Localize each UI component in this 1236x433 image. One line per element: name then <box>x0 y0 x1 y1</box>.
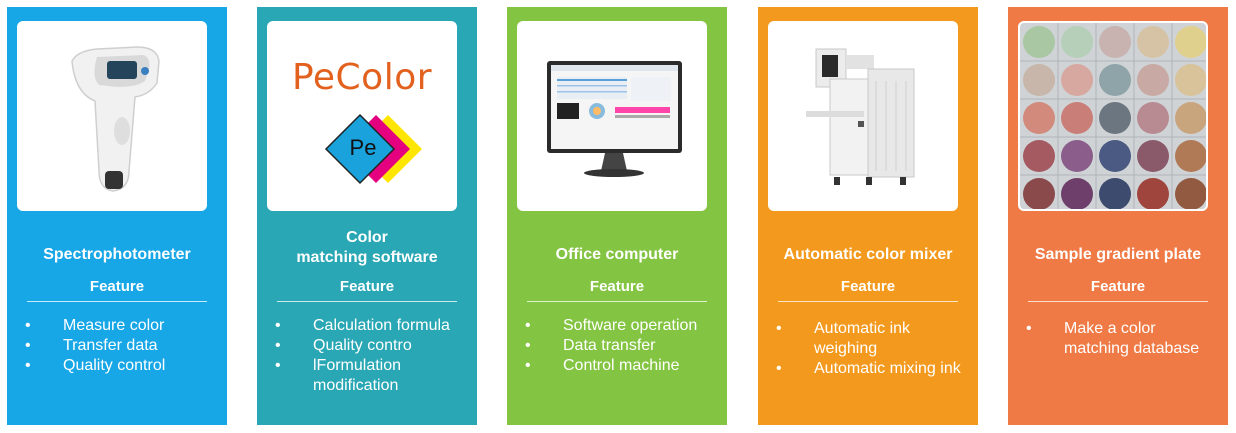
card-color-matching-software: PeColor Pe Color matching software Featu… <box>257 7 477 425</box>
card-spectrophotometer: Spectrophotometer Feature Measure color … <box>7 7 227 425</box>
divider <box>778 301 958 302</box>
list-item: modification <box>313 377 399 394</box>
card-title-line: Sample gradient plate <box>1034 246 1202 263</box>
feature-heading: Feature <box>589 278 645 295</box>
feature-heading: Feature <box>339 278 395 295</box>
feature-heading: Feature <box>89 278 145 295</box>
list-item: Quality contro <box>275 336 450 356</box>
feature-list: Make a color matching database <box>1026 319 1199 359</box>
list-item: Transfer data <box>25 336 165 356</box>
list-item: Software operation <box>525 316 697 336</box>
list-item: Quality control <box>25 356 165 376</box>
list-item: matching database <box>1064 340 1200 357</box>
divider <box>1028 301 1208 302</box>
sample-plate-image <box>1018 21 1208 211</box>
color-mixer-machine-icon <box>806 48 915 185</box>
card-title: Sample gradient plate <box>1008 245 1228 265</box>
card-title: Automatic color mixer <box>758 245 978 265</box>
pe-logo-icon <box>324 113 422 185</box>
list-item: Measure color <box>25 316 165 336</box>
card-title-line: Color <box>346 229 388 246</box>
card-title-line: Automatic color mixer <box>783 246 953 263</box>
card-automatic-color-mixer: Automatic color mixer Feature Automatic … <box>758 7 978 425</box>
pe-logo-mark: Pe <box>349 135 377 160</box>
feature-list: Calculation formula Quality contro lForm… <box>275 316 450 396</box>
card-sample-gradient-plate: Sample gradient plate Feature Make a col… <box>1008 7 1228 425</box>
card-title-line: matching software <box>296 249 438 266</box>
pecolor-logo-image: PeColor Pe <box>267 21 457 211</box>
spectrophotometer-icon <box>71 46 160 192</box>
feature-list: Software operation Data transfer Control… <box>525 316 697 376</box>
spectrophotometer-image <box>17 21 207 211</box>
list-item: Automatic ink <box>776 319 961 339</box>
card-title: Color matching software <box>257 228 477 268</box>
list-item: Control machine <box>525 356 697 376</box>
list-item: lFormulation <box>275 356 450 376</box>
feature-heading: Feature <box>840 278 896 295</box>
list-item: Calculation formula <box>275 316 450 336</box>
feature-heading: Feature <box>1090 278 1146 295</box>
sample-plate-photo-icon <box>1020 23 1206 209</box>
list-item: Make a color <box>1026 319 1199 339</box>
card-office-computer: Office computer Feature Software operati… <box>507 7 727 425</box>
divider <box>527 301 707 302</box>
divider <box>277 301 457 302</box>
list-item: weighing <box>814 340 878 357</box>
card-title-line: Spectrophotometer <box>43 246 191 263</box>
color-mixer-image <box>768 21 958 211</box>
divider <box>27 301 207 302</box>
card-title-line: Office computer <box>555 246 679 263</box>
card-title: Office computer <box>507 245 727 265</box>
feature-list: Measure color Transfer data Quality cont… <box>25 316 165 376</box>
list-item: Automatic mixing ink <box>776 359 961 379</box>
feature-list: Automatic ink weighing Automatic mixing … <box>776 319 961 379</box>
pecolor-logo-text: PeColor <box>291 57 433 98</box>
card-title: Spectrophotometer <box>7 245 227 265</box>
desktop-monitor-icon <box>547 61 682 177</box>
list-item: Data transfer <box>525 336 697 356</box>
office-computer-image <box>517 21 707 211</box>
